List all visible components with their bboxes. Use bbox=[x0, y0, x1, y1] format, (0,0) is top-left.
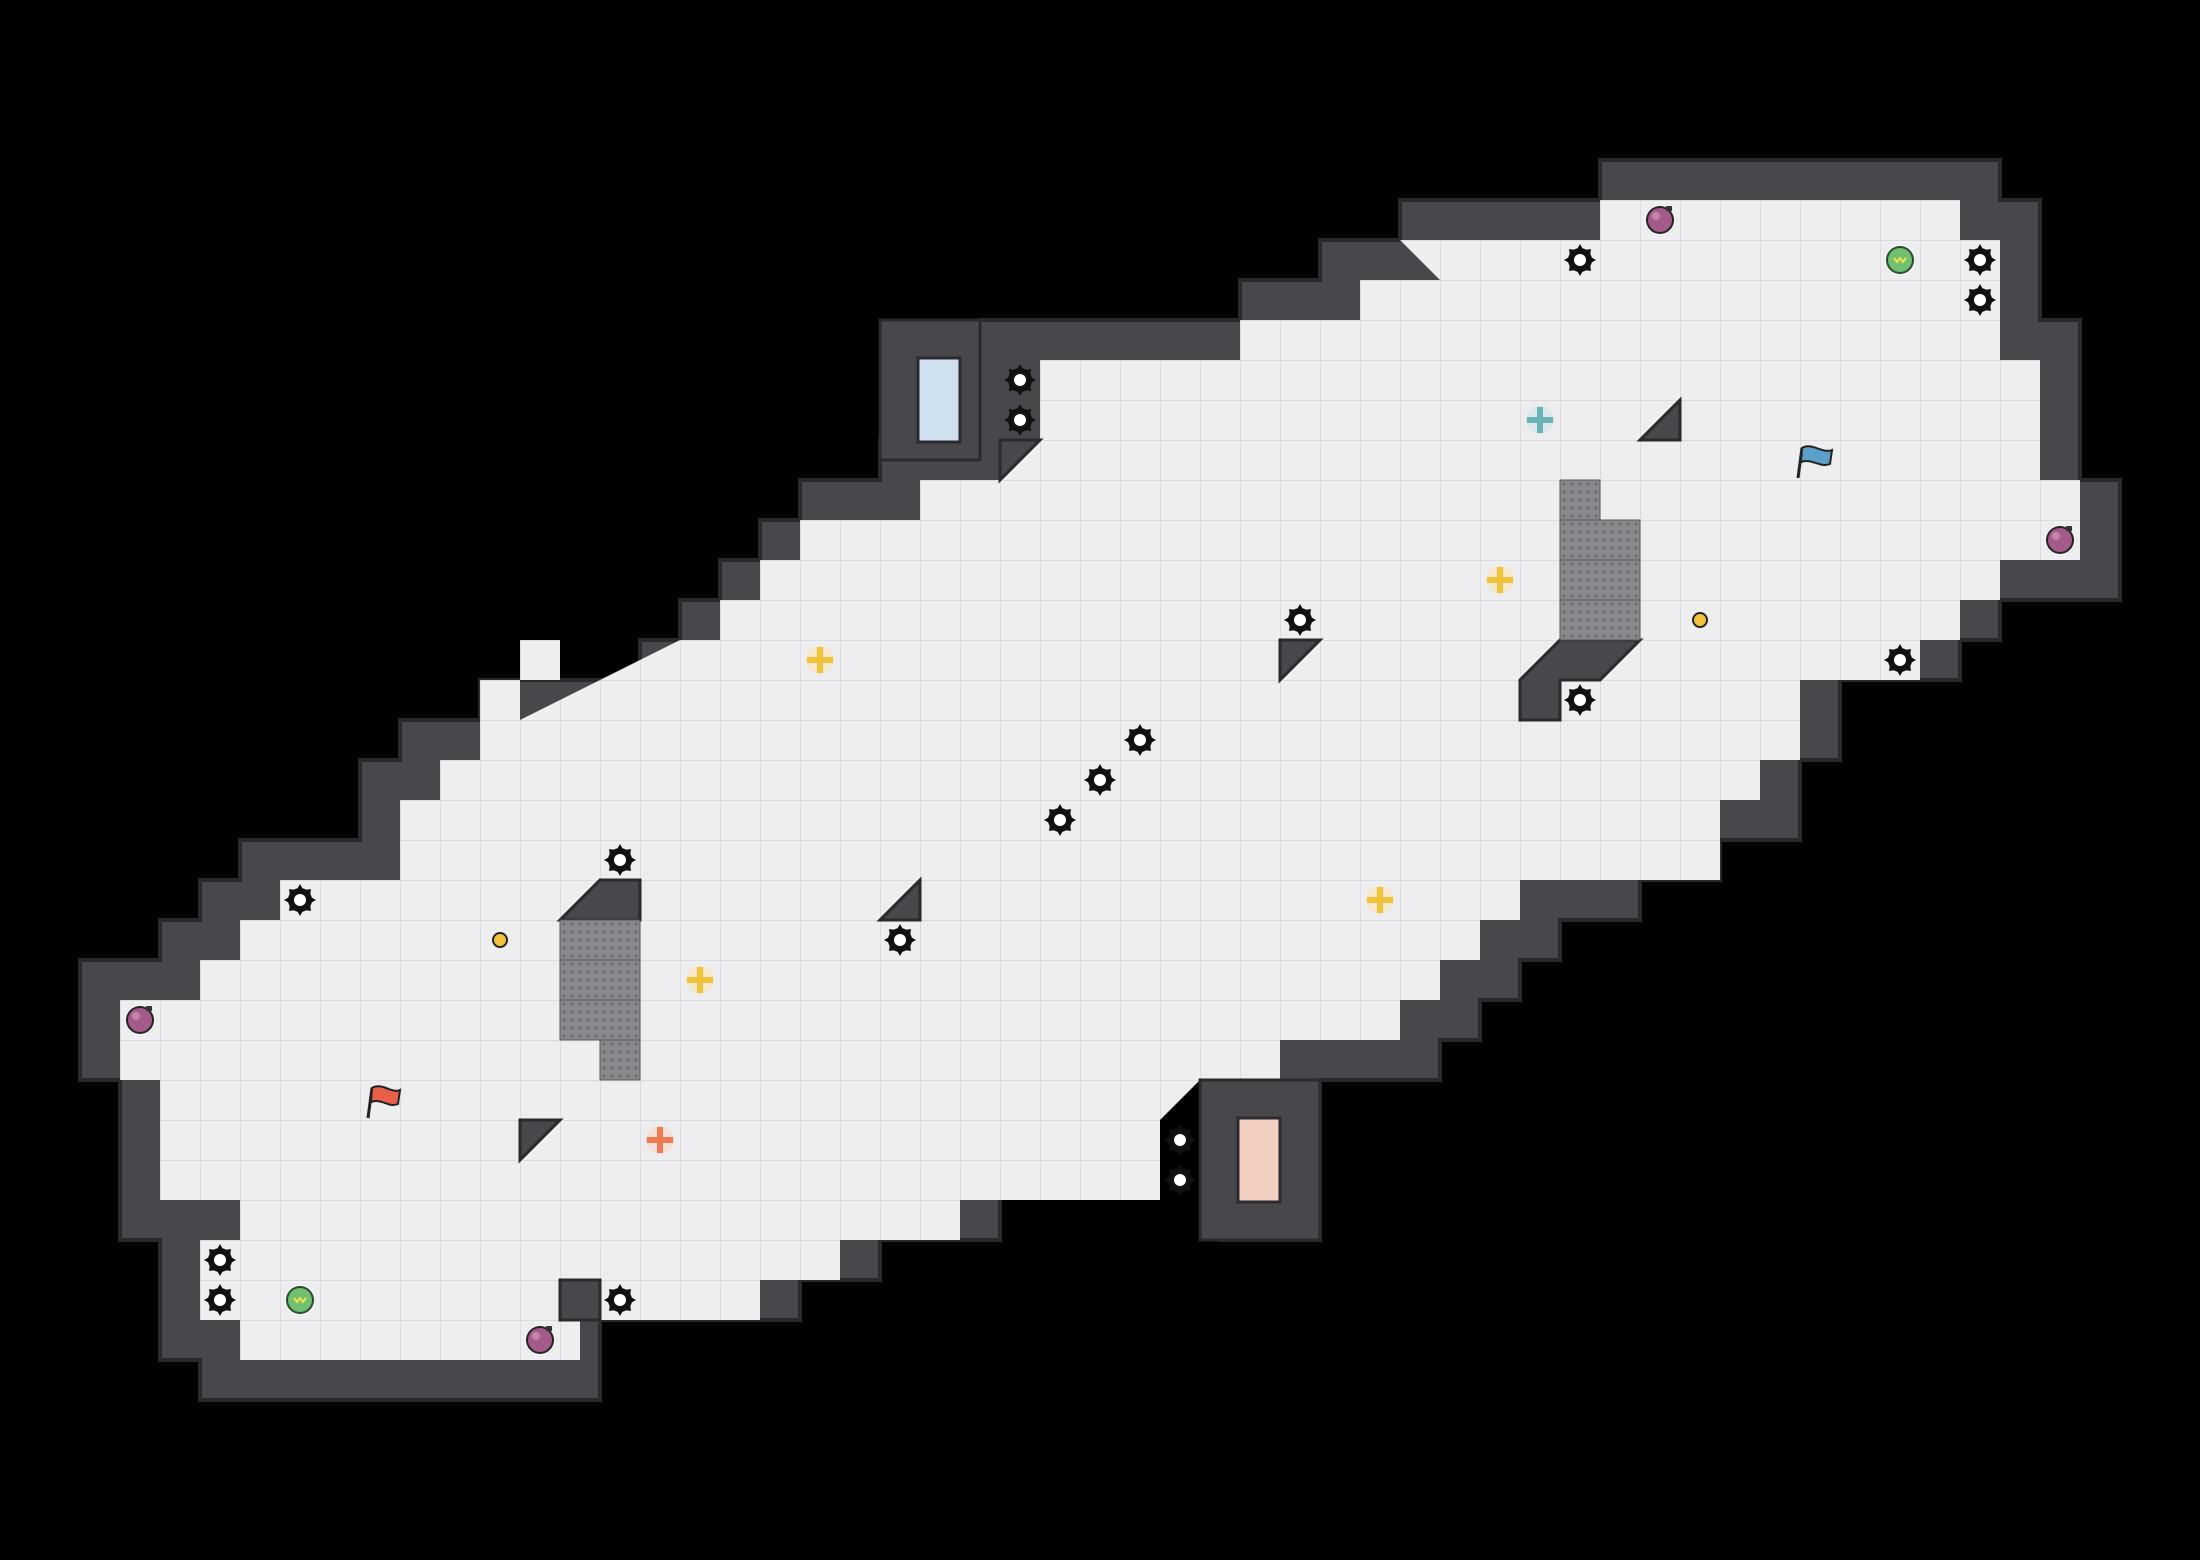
red-flag-icon bbox=[366, 1085, 402, 1119]
bomb-icon bbox=[1646, 206, 1674, 234]
grate-tiles bbox=[559, 479, 1641, 1081]
boosts bbox=[646, 406, 1554, 1154]
blue-base bbox=[878, 318, 982, 462]
powerups bbox=[492, 612, 1708, 948]
boost-cross-icon bbox=[686, 966, 714, 994]
red-base bbox=[1198, 1078, 1322, 1242]
boost-cross-icon bbox=[1486, 566, 1514, 594]
spike-mine-icon bbox=[1164, 1124, 1196, 1156]
boost-cross-icon bbox=[1526, 406, 1554, 434]
bomb-icon bbox=[126, 1006, 154, 1034]
bomb-icon bbox=[526, 1326, 554, 1354]
powerup-dot-icon bbox=[492, 932, 508, 948]
juke-icon bbox=[1885, 245, 1915, 275]
boost-cross-icon bbox=[646, 1126, 674, 1154]
boost-cross-icon bbox=[1366, 886, 1394, 914]
spike-mine-icon bbox=[1164, 1164, 1196, 1196]
powerup-dot-icon bbox=[1692, 612, 1708, 628]
blue-flag-icon bbox=[1796, 445, 1834, 479]
boost-cross-icon bbox=[806, 646, 834, 674]
bomb-icon bbox=[2046, 526, 2074, 554]
juke-icon bbox=[285, 1285, 315, 1315]
